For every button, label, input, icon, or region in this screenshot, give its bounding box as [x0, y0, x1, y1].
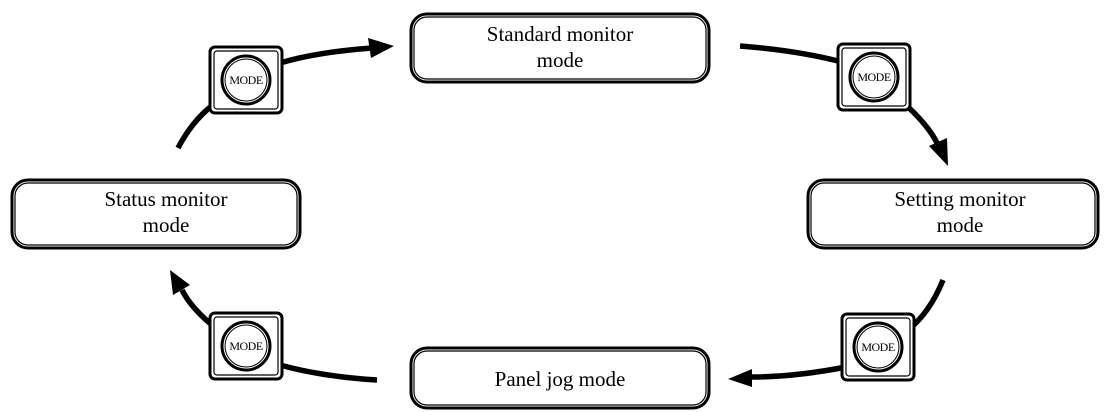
mode-button-top-right[interactable]: MODE	[836, 42, 912, 112]
setting-monitor-mode-line1: Setting monitor	[894, 187, 1025, 211]
mode-button-top-left[interactable]: MODE	[208, 45, 284, 115]
status-monitor-mode-line2: mode	[143, 213, 190, 237]
mode-button-bottom-left[interactable]: MODE	[208, 311, 284, 381]
status-monitor-mode-line1: Status monitor	[104, 187, 227, 211]
standard-monitor-mode-line1: Standard monitor	[487, 22, 633, 46]
standard-monitor-mode-box: Standard monitor mode	[409, 12, 711, 84]
mode-button-bottom-right[interactable]: MODE	[840, 312, 916, 382]
mode-button-label: MODE	[857, 70, 891, 84]
setting-monitor-mode-box: Setting monitor mode	[806, 178, 1100, 250]
setting-monitor-mode-line2: mode	[937, 213, 984, 237]
status-monitor-mode-box: Status monitor mode	[10, 178, 302, 250]
panel-jog-mode-box: Panel jog mode	[409, 346, 711, 410]
panel-jog-mode-line1: Panel jog mode	[495, 367, 626, 391]
arrow-standard-to-setting	[739, 43, 948, 166]
mode-button-label: MODE	[861, 340, 895, 354]
mode-button-label: MODE	[229, 73, 263, 87]
mode-button-label: MODE	[229, 339, 263, 353]
standard-monitor-mode-line2: mode	[537, 48, 584, 72]
